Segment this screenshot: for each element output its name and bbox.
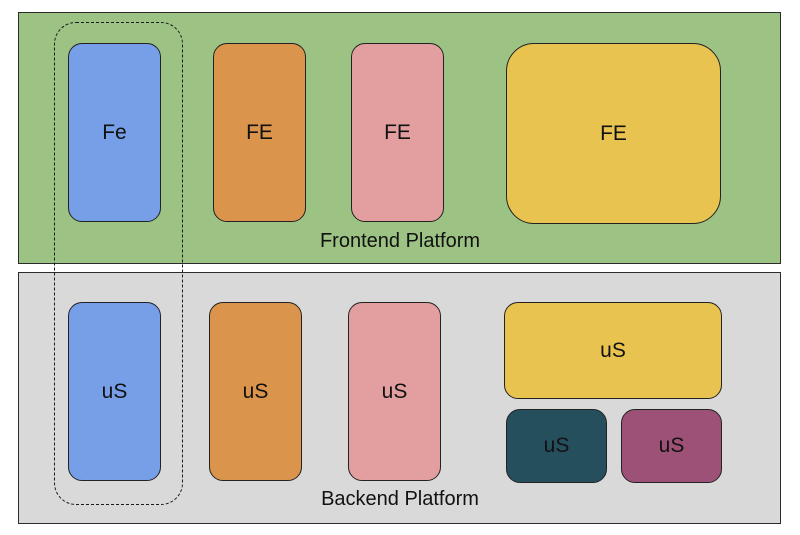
frontend-box-orange: FE (213, 43, 306, 222)
frontend-box-label: FE (246, 120, 273, 144)
backend-box-label: uS (543, 434, 570, 457)
frontend-box-pink: FE (351, 43, 444, 222)
frontend-platform-label: Frontend Platform (319, 230, 481, 252)
backend-platform-label: Backend Platform (321, 488, 479, 510)
frontend-box-yellow: FE (506, 43, 721, 224)
backend-box-label: uS (101, 379, 128, 403)
backend-box-label: uS (658, 434, 685, 457)
frontend-box-label: FE (384, 120, 411, 144)
backend-box-label: uS (600, 338, 626, 362)
frontend-box-label: Fe (102, 120, 127, 144)
backend-box-blue: uS (68, 302, 161, 481)
backend-box-teal: uS (506, 409, 607, 483)
backend-box-yellow: uS (504, 302, 722, 399)
frontend-box-blue: Fe (68, 43, 161, 222)
backend-box-plum: uS (621, 409, 722, 483)
backend-box-pink: uS (348, 302, 441, 481)
backend-box-label: uS (381, 379, 408, 403)
backend-box-orange: uS (209, 302, 302, 481)
frontend-box-label: FE (600, 121, 627, 145)
backend-box-label: uS (242, 379, 269, 403)
